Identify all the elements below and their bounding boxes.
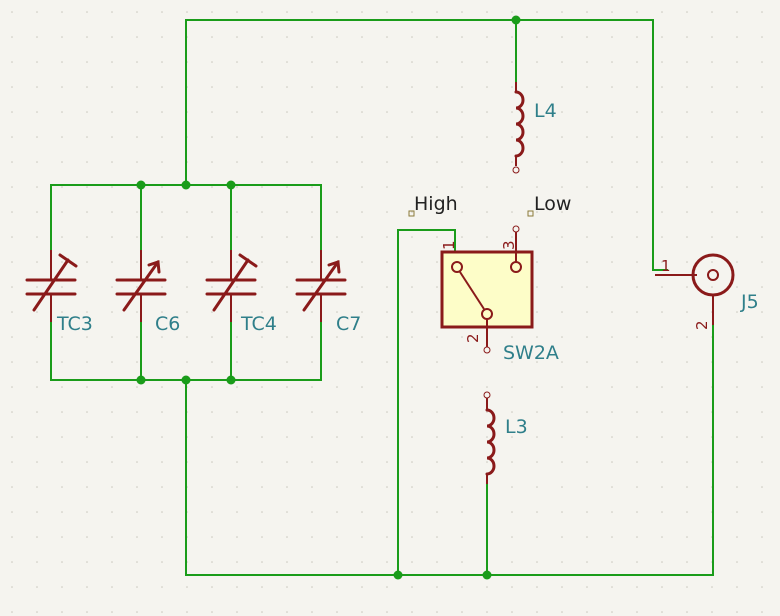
inductor-l4[interactable]: L4 — [512, 82, 557, 174]
l3-reference: L3 — [505, 416, 528, 438]
switch-body — [440, 250, 534, 329]
sw2a-pin3-number: 3 — [500, 240, 518, 250]
coax-connector-j5[interactable]: 1 2 J5 — [655, 253, 759, 330]
tc3-reference: TC3 — [56, 313, 93, 335]
variable-capacitor-c7[interactable]: C7 — [295, 250, 361, 335]
junction-dot — [136, 375, 146, 385]
junction-dot — [226, 180, 236, 190]
sw2a-pin2-number: 2 — [464, 333, 482, 343]
switch-sw2a[interactable]: 1 2 3 SW2A — [440, 225, 559, 364]
net-label-high[interactable]: High — [408, 193, 458, 217]
trimmer-capacitor-tc4[interactable]: TC4 — [205, 250, 277, 335]
j5-pin2-number: 2 — [693, 320, 711, 330]
inductor-l3[interactable]: L3 — [483, 391, 528, 484]
junction-dot — [511, 15, 521, 25]
wire-switch-pin1[interactable] — [397, 229, 456, 575]
junction-dot — [482, 570, 492, 580]
j5-reference: J5 — [740, 291, 759, 313]
l4-reference: L4 — [534, 100, 557, 122]
j5-pin1-number: 1 — [661, 257, 671, 275]
wire-top[interactable] — [185, 19, 668, 271]
junction-dot — [393, 570, 403, 580]
sw2a-pin1-number: 1 — [440, 240, 458, 250]
sw2a-reference: SW2A — [503, 342, 559, 364]
junction-dot — [136, 180, 146, 190]
junction-dot — [181, 375, 191, 385]
tc4-reference: TC4 — [240, 313, 277, 335]
c7-reference: C7 — [336, 313, 361, 335]
junction-dot — [226, 375, 236, 385]
junction-dot — [181, 180, 191, 190]
net-label-low[interactable]: Low — [527, 193, 571, 217]
junctions — [136, 15, 521, 580]
net-label-low-text: Low — [534, 193, 571, 215]
trimmer-capacitor-tc3[interactable]: TC3 — [25, 250, 93, 335]
wire-bottom[interactable] — [185, 325, 714, 576]
c6-reference: C6 — [155, 313, 180, 335]
net-label-high-text: High — [414, 193, 458, 215]
variable-capacitor-c6[interactable]: C6 — [115, 250, 180, 335]
